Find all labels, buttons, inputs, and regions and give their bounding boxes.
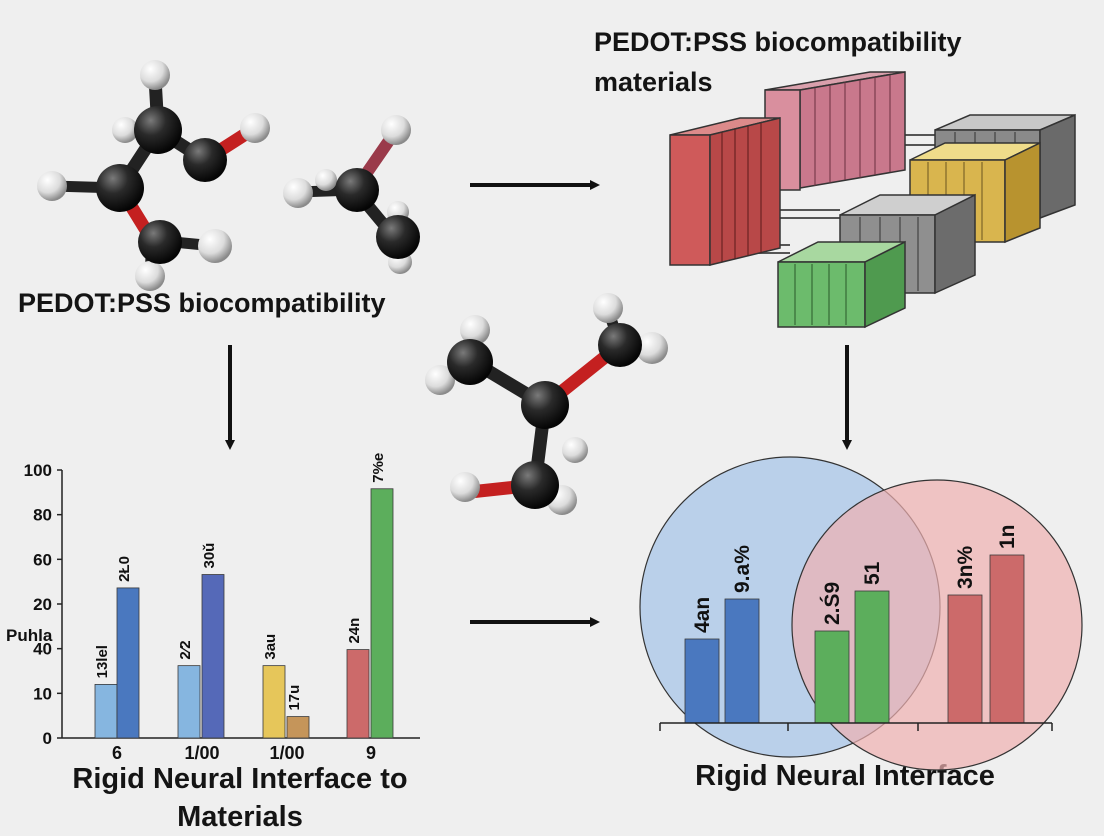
bar-value-label: 2Ł0 xyxy=(116,556,133,582)
venn-bar-value-label: 9.a% xyxy=(731,545,754,593)
molecule-2 xyxy=(283,115,420,274)
bar xyxy=(346,649,370,739)
materials-panel-title: PEDOT:PSS biocompatibility materials xyxy=(594,22,1064,102)
venn-bar xyxy=(684,638,720,724)
venn-bar-chart: 4an 9.a% 2.Ś9 51 3n% 1n xyxy=(639,456,1083,771)
bar xyxy=(116,587,140,739)
x-category-label: 6 xyxy=(112,743,122,763)
y-tick-label: 40 xyxy=(33,640,52,659)
bar-value-label: 7%e xyxy=(370,453,387,483)
venn-bar xyxy=(989,554,1025,724)
bar xyxy=(262,665,286,739)
y-axis-label: Puhla xyxy=(6,626,53,645)
bar-chart: 0 10 40 20 60 80 100 Puhla 13lel 2Ł0 2⁄2 30ǔ 3au 17… xyxy=(6,453,420,763)
molecule-1 xyxy=(37,60,270,291)
bar-value-label: 13lel xyxy=(94,645,111,678)
bar xyxy=(370,488,394,739)
materials-title-line2: materials xyxy=(594,67,713,97)
y-tick-label: 100 xyxy=(24,461,52,480)
x-category-label: 1/00 xyxy=(184,743,219,763)
yellow-block xyxy=(909,141,1041,244)
bar xyxy=(94,684,118,739)
y-tick-label: 20 xyxy=(33,595,52,614)
material-blocks xyxy=(669,71,1076,329)
bar xyxy=(286,716,310,739)
bar-value-label: 17u xyxy=(286,685,303,711)
x-category-label: 1/00 xyxy=(269,743,304,763)
arrows xyxy=(225,180,852,627)
materials-title-line1: PEDOT:PSS biocompatibility xyxy=(594,27,962,57)
bar xyxy=(201,574,225,739)
venn-bar-value-label: 1n xyxy=(996,524,1019,549)
bar-value-label: 24n xyxy=(346,618,363,644)
venn-bar xyxy=(814,630,850,724)
y-tick-label: 0 xyxy=(43,729,52,748)
venn-bar xyxy=(854,590,890,724)
green-block xyxy=(777,240,906,329)
y-tick-label: 10 xyxy=(33,684,52,703)
molecule-panel-title: PEDOT:PSS biocompatibility xyxy=(18,288,386,318)
bar-chart-title: Rigid Neural Interface to Materials xyxy=(72,763,408,833)
y-tick-label: 80 xyxy=(33,506,52,525)
bar-value-label: 30ǔ xyxy=(201,543,218,569)
venn-bar xyxy=(724,598,760,724)
molecule-3 xyxy=(425,293,668,515)
pink-block xyxy=(764,71,906,191)
bar-value-label: 2⁄2 xyxy=(177,640,194,659)
red-block xyxy=(669,117,781,266)
venn-bar-value-label: 3n% xyxy=(954,545,977,589)
venn-bar-value-label: 51 xyxy=(861,561,884,585)
venn-bar-value-label: 2.Ś9 xyxy=(820,582,844,625)
bar-value-label: 3au xyxy=(262,634,279,660)
y-tick-label: 60 xyxy=(33,550,52,569)
x-category-label: 9 xyxy=(366,743,376,763)
venn-bar xyxy=(947,594,983,724)
venn-bar-value-label: 4an xyxy=(691,597,714,633)
bar xyxy=(177,665,201,739)
